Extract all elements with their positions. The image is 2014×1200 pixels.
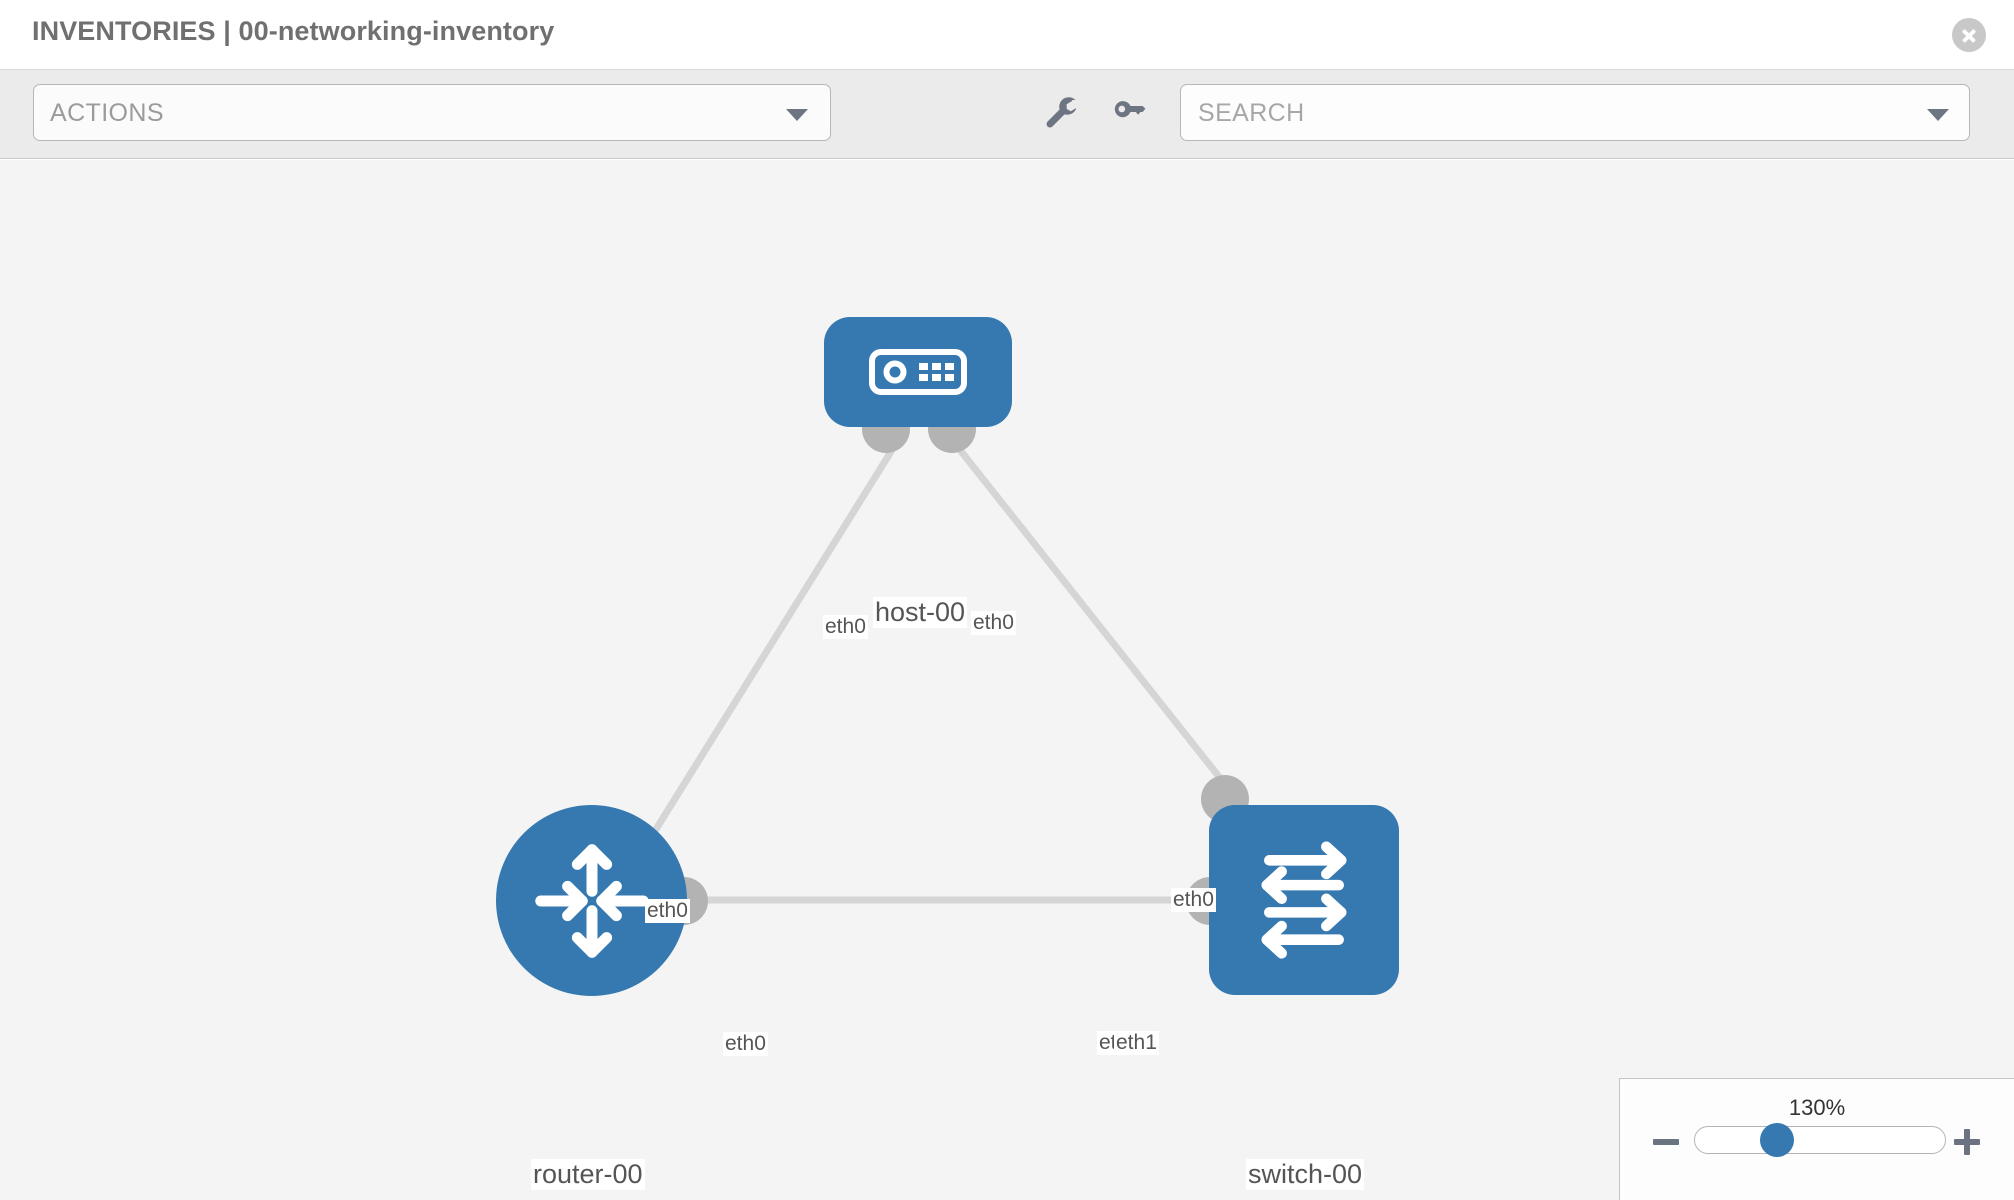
interface-label-router-right: eth0 <box>723 1032 768 1056</box>
key-icon[interactable] <box>1108 92 1150 134</box>
wrench-icon[interactable] <box>1040 92 1082 134</box>
switch-arrows-icon <box>1261 841 1347 959</box>
actions-dropdown[interactable]: ACTIONS <box>33 84 831 141</box>
zoom-control-panel: 130% <box>1619 1078 2014 1200</box>
interface-label-router-up: eth0 <box>645 899 690 923</box>
node-label-router-00: router-00 <box>531 1159 645 1190</box>
node-switch-00[interactable] <box>1209 805 1399 995</box>
chevron-down-icon <box>1927 109 1949 121</box>
topology-links <box>609 447 1288 904</box>
zoom-percent-label: 130% <box>1788 1095 1846 1120</box>
interface-label-switch-left-b: eth1 <box>1114 1031 1159 1055</box>
interface-label-switch-up: eth0 <box>1171 888 1216 912</box>
node-label-switch-00: switch-00 <box>1246 1159 1365 1190</box>
link-host-router[interactable] <box>609 448 895 902</box>
interface-label-host-right: eth0 <box>971 611 1016 635</box>
search-placeholder: SEARCH <box>1198 99 1305 127</box>
chevron-down-icon <box>786 109 808 121</box>
router-arrows-icon <box>534 843 649 958</box>
search-input[interactable]: SEARCH <box>1180 84 1970 141</box>
zoom-slider-track[interactable] <box>1694 1126 1946 1154</box>
server-icon <box>869 349 967 395</box>
topology-canvas[interactable]: host-00 router-00 switch-00 eth0 eth0 et… <box>0 160 2014 1200</box>
toolbar: ACTIONS SEARCH <box>0 70 2014 159</box>
plus-icon[interactable] <box>1950 1125 1984 1159</box>
close-icon[interactable] <box>1952 18 1986 52</box>
actions-dropdown-label: ACTIONS <box>50 99 164 127</box>
node-host-00[interactable] <box>824 317 1012 427</box>
minus-icon[interactable] <box>1649 1125 1683 1159</box>
page-title: INVENTORIES | 00-networking-inventory <box>32 16 555 46</box>
interface-label-host-left: eth0 <box>823 615 868 639</box>
node-label-host-00: host-00 <box>873 597 968 628</box>
zoom-slider-handle[interactable] <box>1760 1123 1794 1157</box>
page-header: INVENTORIES | 00-networking-inventory <box>0 0 2014 70</box>
